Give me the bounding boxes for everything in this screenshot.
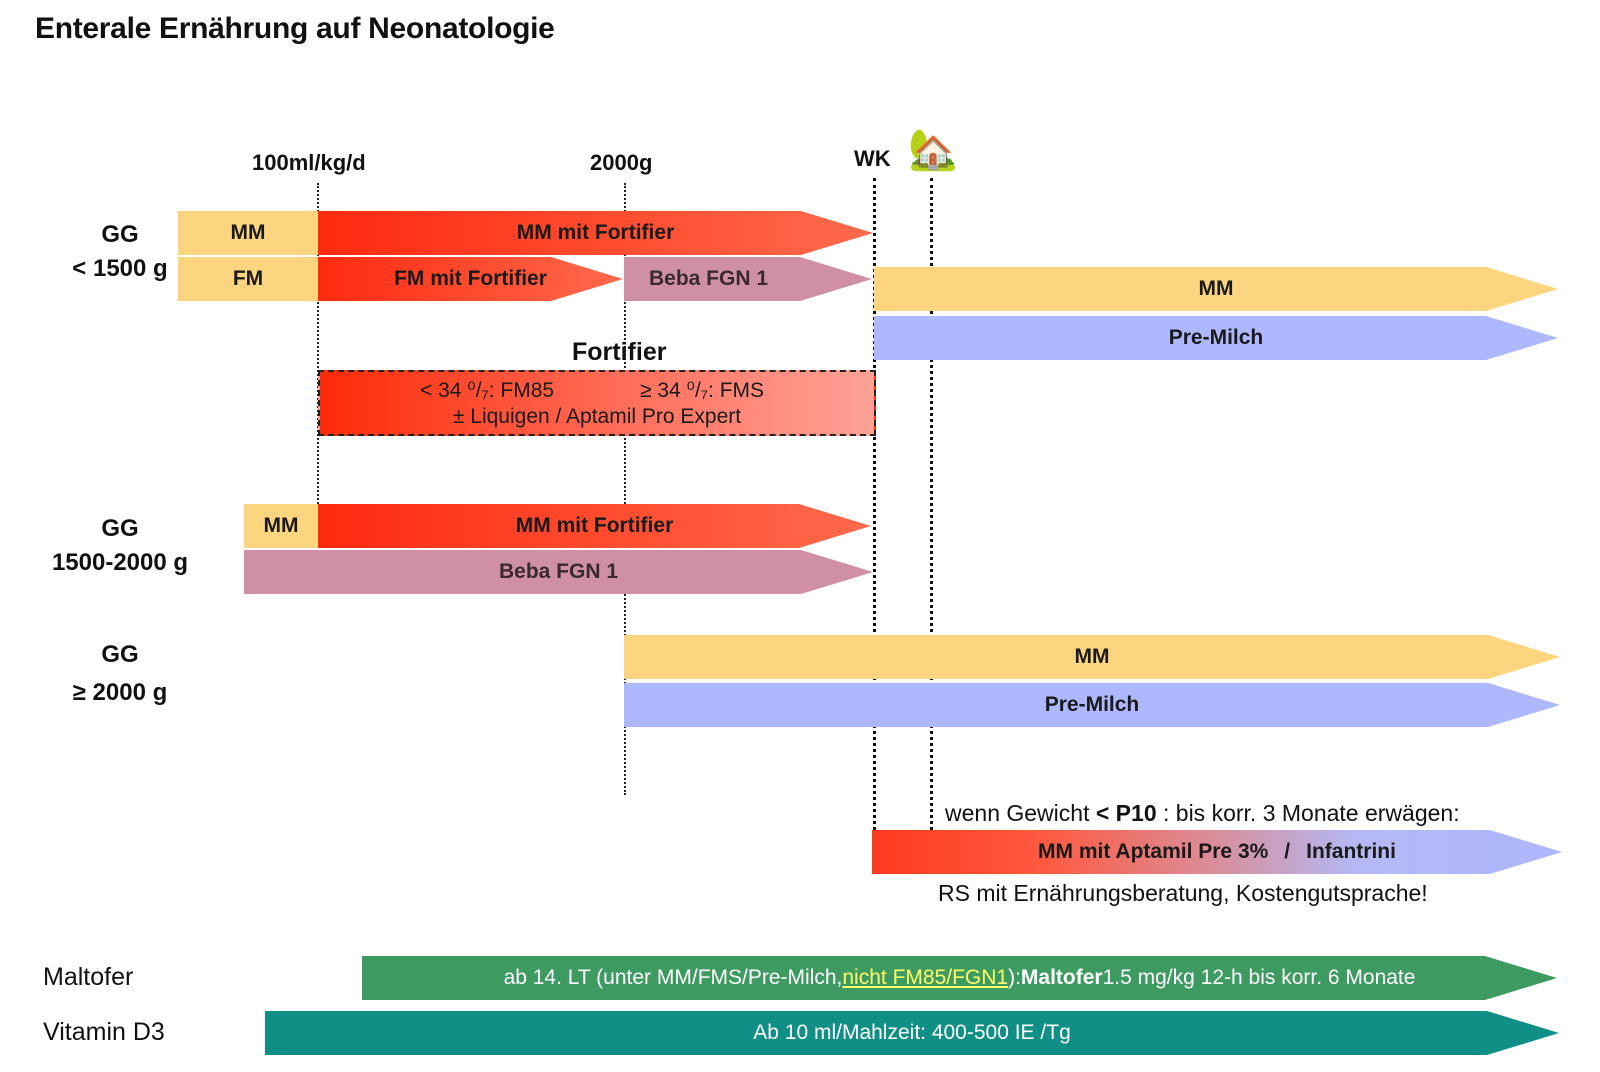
bar-g2-mm: MM xyxy=(244,504,318,548)
group-line: GG xyxy=(101,641,139,668)
p10-bar-a: MM mit Aptamil Pre 3% xyxy=(1038,840,1269,863)
bar-g2-mm-fortifier: MM mit Fortifier xyxy=(318,504,871,548)
bar-vitd: Ab 10 ml/Mahlzeit: 400-500 IE /Tg xyxy=(265,1011,1559,1055)
maltofer-bold: Maltofer xyxy=(1020,966,1103,989)
bar-g3-premilch: Pre-Milch xyxy=(624,683,1560,727)
house-icon: 🏡 xyxy=(908,128,958,172)
bar-g1-post-premilch: Pre-Milch xyxy=(874,316,1558,360)
p10-post: : bis korr. 3 Monate erwägen: xyxy=(1156,800,1460,826)
maltofer-text-3: ): xyxy=(1008,966,1021,989)
group-line: 1500-2000 g xyxy=(51,549,189,576)
group-label-under-1500: GG < 1500 g xyxy=(40,218,200,286)
p10-note: RS mit Ernährungsberatung, Kostengutspra… xyxy=(938,880,1428,906)
divider-wk xyxy=(873,178,876,872)
fortifier-left-text: < 34 ⁰/₇: FM85 xyxy=(420,379,555,402)
bar-maltofer: ab 14. LT (unter MM/FMS/Pre-Milch, nicht… xyxy=(362,956,1557,1000)
maltofer-highlight: nicht FM85/FGN1 xyxy=(842,966,1009,989)
vitd-label: Vitamin D3 xyxy=(43,1018,165,1046)
bar-g1-post-mm: MM xyxy=(874,267,1558,311)
maltofer-label: Maltofer xyxy=(43,963,134,991)
fortifier-right-text: ≥ 34 ⁰/₇: FMS xyxy=(640,379,765,402)
divider-100ml xyxy=(317,183,319,548)
bar-g3-mm: MM xyxy=(624,635,1560,679)
milestone-wk: WK xyxy=(854,146,891,171)
maltofer-text-5: 1.5 mg/kg 12-h bis korr. 6 Monate xyxy=(1102,966,1416,989)
divider-2000g xyxy=(624,183,626,795)
group-label-over-2000: GG ≥ 2000 g xyxy=(40,638,200,710)
fortifier-box: < 34 ⁰/₇: FM85 ≥ 34 ⁰/₇: FMS ± Liquigen … xyxy=(318,370,876,436)
group-label-1500-2000: GG 1500-2000 g xyxy=(30,512,210,580)
bar-g1-beba: Beba FGN 1 xyxy=(624,257,872,301)
group-line: < 1500 g xyxy=(72,255,168,282)
bar-g2-beba: Beba FGN 1 xyxy=(244,550,873,594)
p10-bold: < P10 xyxy=(1095,800,1157,826)
p10-condition: wenn Gewicht < P10 : bis korr. 3 Monate … xyxy=(945,800,1460,827)
milestone-2000g: 2000g xyxy=(590,150,653,175)
group-line: GG xyxy=(101,221,139,248)
fortifier-title: Fortifier xyxy=(572,338,667,366)
maltofer-text-1: ab 14. LT (unter MM/FMS/Pre-Milch, xyxy=(503,966,843,989)
fortifier-bottom-text: ± Liquigen / Aptamil Pro Expert xyxy=(452,405,742,428)
bar-g1-fm: FM xyxy=(178,257,318,301)
group-line: GG xyxy=(101,515,139,542)
bar-p10-special: MM mit Aptamil Pre 3% / Infantrini xyxy=(872,830,1562,874)
p10-bar-b: Infantrini xyxy=(1306,840,1396,863)
bar-g1-fm-fortifier: FM mit Fortifier xyxy=(318,257,623,301)
group-line: ≥ 2000 g xyxy=(72,679,168,706)
divider-home xyxy=(930,178,933,872)
bar-g1-mm-fortifier: MM mit Fortifier xyxy=(318,211,873,255)
milestone-100ml: 100ml/kg/d xyxy=(252,150,366,175)
page-title: Enterale Ernährung auf Neonatologie xyxy=(35,12,555,45)
bar-g1-mm: MM xyxy=(178,211,318,255)
p10-pre: wenn Gewicht xyxy=(945,800,1096,826)
p10-separator: / xyxy=(1284,840,1291,863)
